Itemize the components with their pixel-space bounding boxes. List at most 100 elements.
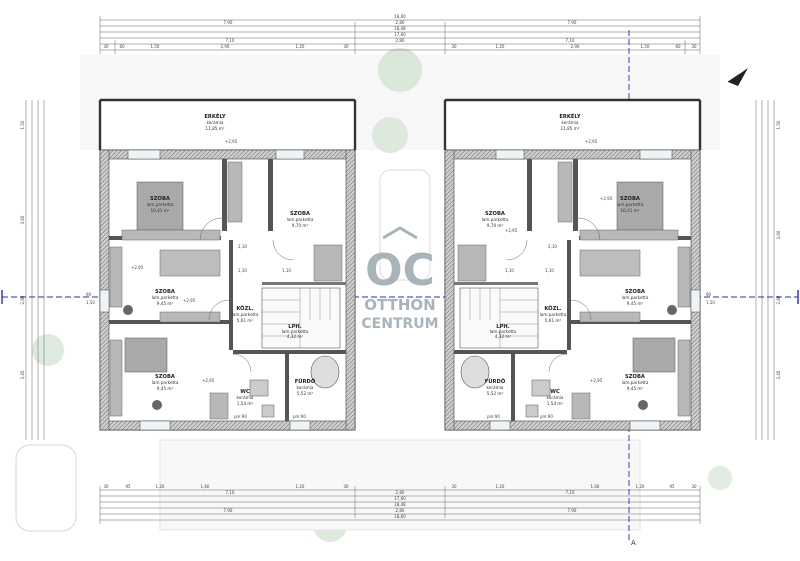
svg-text:1,50: 1,50 bbox=[86, 300, 95, 305]
svg-text:3,60: 3,60 bbox=[20, 215, 25, 224]
svg-text:7,90: 7,90 bbox=[224, 508, 233, 513]
svg-text:2,80: 2,80 bbox=[776, 295, 781, 304]
left-hall-name: KÖZL. bbox=[236, 305, 253, 312]
watermark-otthon: OTTHON bbox=[364, 296, 435, 314]
svg-text:2,80: 2,80 bbox=[396, 38, 405, 43]
svg-text:2,80: 2,80 bbox=[20, 295, 25, 304]
svg-text:2,90: 2,90 bbox=[221, 44, 230, 49]
svg-text:7,90: 7,90 bbox=[224, 20, 233, 25]
svg-text:2,80: 2,80 bbox=[396, 20, 405, 25]
svg-text:30: 30 bbox=[691, 44, 697, 49]
svg-text:1,50: 1,50 bbox=[151, 44, 160, 49]
svg-text:1,54 m²: 1,54 m² bbox=[237, 401, 254, 406]
right-room-top-right-name: SZOBA bbox=[620, 196, 640, 202]
top-dimension-labels: 18,60 7,90 2,80 7,90 18,48 17,60 7,10 2,… bbox=[103, 14, 697, 49]
svg-text:1,50: 1,50 bbox=[20, 120, 25, 129]
balcony-right bbox=[444, 99, 701, 151]
left-room-bottom-name: SZOBA bbox=[155, 374, 175, 380]
svg-text:lam.parketta: lam.parketta bbox=[617, 202, 644, 207]
right-hall-name: KÖZL. bbox=[544, 305, 561, 312]
svg-text:2,10: 2,10 bbox=[238, 244, 247, 249]
svg-text:2,80: 2,80 bbox=[396, 508, 405, 513]
svg-text:30: 30 bbox=[103, 484, 109, 489]
svg-text:30: 30 bbox=[103, 44, 109, 49]
svg-text:kerámia: kerámia bbox=[547, 395, 564, 400]
svg-text:30: 30 bbox=[343, 484, 349, 489]
svg-text:3,60: 3,60 bbox=[776, 230, 781, 239]
balcony-left bbox=[99, 99, 356, 151]
svg-text:3,45: 3,45 bbox=[20, 370, 25, 379]
svg-text:95: 95 bbox=[125, 484, 131, 489]
svg-text:2,90: 2,90 bbox=[571, 44, 580, 49]
svg-text:30: 30 bbox=[451, 44, 457, 49]
svg-text:9,45 m²: 9,45 m² bbox=[627, 386, 644, 391]
svg-text:lam.parketta: lam.parketta bbox=[152, 380, 179, 385]
svg-text:9,70 m²: 9,70 m² bbox=[487, 223, 504, 228]
svg-text:7,10: 7,10 bbox=[226, 490, 235, 495]
svg-text:1,50: 1,50 bbox=[776, 120, 781, 129]
svg-text:5,52 m²: 5,52 m² bbox=[487, 391, 504, 396]
svg-text:17,60: 17,60 bbox=[394, 32, 406, 37]
svg-text:1,10: 1,10 bbox=[238, 268, 247, 273]
svg-text:18,48: 18,48 bbox=[394, 26, 406, 31]
svg-text:5,61 m²: 5,61 m² bbox=[545, 318, 562, 323]
svg-text:7,10: 7,10 bbox=[566, 38, 575, 43]
svg-text:1,20: 1,20 bbox=[496, 484, 505, 489]
svg-text:pm:90: pm:90 bbox=[234, 414, 247, 419]
section-mark: A bbox=[631, 539, 636, 547]
svg-text:+2,95: +2,95 bbox=[225, 139, 238, 144]
svg-text:lam.parketta: lam.parketta bbox=[147, 202, 174, 207]
svg-text:lam.parketta: lam.parketta bbox=[282, 329, 309, 334]
right-room-top-left-name: SZOBA bbox=[485, 211, 505, 217]
top-dimensions bbox=[99, 16, 701, 54]
svg-text:7,90: 7,90 bbox=[568, 20, 577, 25]
svg-text:lam.parketta: lam.parketta bbox=[482, 217, 509, 222]
svg-text:5,52 m²: 5,52 m² bbox=[297, 391, 314, 396]
svg-text:kerámia: kerámia bbox=[487, 385, 504, 390]
svg-text:9,45 m²: 9,45 m² bbox=[157, 301, 174, 306]
svg-text:17,60: 17,60 bbox=[394, 496, 406, 501]
svg-text:7,10: 7,10 bbox=[226, 38, 235, 43]
svg-text:90: 90 bbox=[86, 292, 92, 297]
svg-text:95: 95 bbox=[669, 484, 675, 489]
svg-text:60: 60 bbox=[119, 44, 125, 49]
right-stair-hall-name: LPH. bbox=[496, 324, 509, 330]
svg-text:11,85 m²: 11,85 m² bbox=[560, 126, 579, 131]
side-dimension-labels: 1,50 3,60 2,80 3,45 1,50 3,60 2,80 3,45 bbox=[20, 120, 781, 379]
svg-text:1,60: 1,60 bbox=[591, 484, 600, 489]
svg-text:9,45 m²: 9,45 m² bbox=[157, 386, 174, 391]
svg-text:10,41 m²: 10,41 m² bbox=[150, 208, 169, 213]
svg-text:lam.parketta: lam.parketta bbox=[287, 217, 314, 222]
watermark-centrum: CENTRUM bbox=[361, 316, 438, 332]
svg-text:1,20: 1,20 bbox=[296, 44, 305, 49]
svg-text:pm:90: pm:90 bbox=[293, 414, 306, 419]
left-bathroom-name: FÜRDŐ bbox=[295, 378, 316, 385]
left-room-top-left-name: SZOBA bbox=[150, 196, 170, 202]
side-dimensions bbox=[25, 100, 775, 440]
right-room-bottom-name: SZOBA bbox=[625, 374, 645, 380]
svg-text:1,20: 1,20 bbox=[156, 484, 165, 489]
site-background bbox=[15, 48, 732, 542]
svg-text:10,41 m²: 10,41 m² bbox=[620, 208, 639, 213]
left-stair-hall-name: LPH. bbox=[288, 324, 301, 330]
svg-text:18,60: 18,60 bbox=[394, 514, 406, 519]
svg-text:+2,95: +2,95 bbox=[600, 196, 613, 201]
svg-text:pm:90: pm:90 bbox=[540, 414, 553, 419]
svg-text:lam.parketta: lam.parketta bbox=[232, 312, 259, 317]
right-wc-name: WC bbox=[550, 389, 560, 395]
svg-text:4,32 m²: 4,32 m² bbox=[495, 334, 512, 339]
svg-text:lam.parketta: lam.parketta bbox=[152, 295, 179, 300]
svg-text:1,50: 1,50 bbox=[641, 44, 650, 49]
svg-text:9,70 m²: 9,70 m² bbox=[292, 223, 309, 228]
svg-text:kerámia: kerámia bbox=[237, 395, 254, 400]
svg-text:lam.parketta: lam.parketta bbox=[490, 329, 517, 334]
svg-text:1,20: 1,20 bbox=[636, 484, 645, 489]
svg-text:1,20: 1,20 bbox=[296, 484, 305, 489]
watermark-logo: OC OTTHON CENTRUM bbox=[361, 226, 439, 332]
svg-text:1,20: 1,20 bbox=[496, 44, 505, 49]
svg-text:3,45: 3,45 bbox=[776, 370, 781, 379]
svg-text:lam.parketta: lam.parketta bbox=[622, 380, 649, 385]
svg-text:lam.parketta: lam.parketta bbox=[622, 295, 649, 300]
bottom-dimension-labels: 30 95 1,20 1,60 1,20 30 30 1,20 1,60 1,2… bbox=[103, 484, 697, 519]
left-room-top-right-name: SZOBA bbox=[290, 211, 310, 217]
